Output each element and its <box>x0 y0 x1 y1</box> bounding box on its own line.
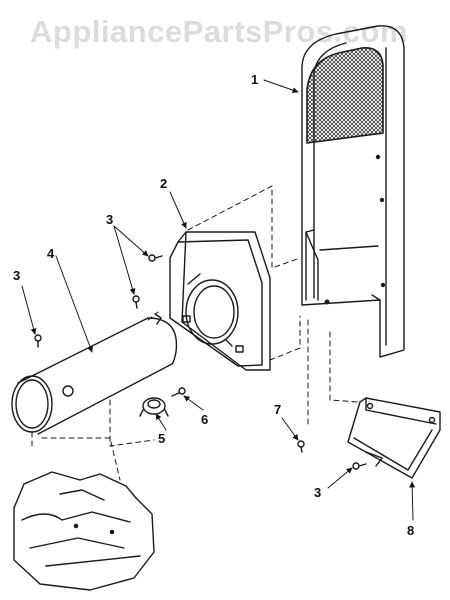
callout-8: 8 <box>407 523 414 538</box>
heater-duct-part <box>11 313 178 435</box>
lower-assembly-part <box>13 471 155 591</box>
callout-4: 4 <box>47 246 55 261</box>
callout-6: 6 <box>201 412 208 427</box>
callout-7: 7 <box>274 402 281 417</box>
screw-bracket <box>352 462 367 470</box>
blower-housing-part <box>169 231 271 371</box>
callout-1: 1 <box>251 72 258 87</box>
callout-2: 2 <box>160 176 167 191</box>
callout-5: 5 <box>158 431 165 446</box>
callout-labels: 1 2 3 3 4 5 6 7 3 8 <box>13 72 414 538</box>
screw-left-1 <box>132 295 140 309</box>
callout-3-left: 3 <box>13 268 20 283</box>
alignment-lines <box>31 185 359 481</box>
screw-left-2 <box>34 334 42 348</box>
bracket-part <box>347 397 441 479</box>
callout-3-housing: 3 <box>106 212 113 227</box>
screw-thermostat <box>171 387 186 397</box>
leader-lines <box>21 79 416 521</box>
screw-housing <box>148 254 163 262</box>
thermostat-part <box>139 397 169 417</box>
callout-3-bracket: 3 <box>314 485 321 500</box>
screw-panel <box>297 440 305 453</box>
rear-panel-part <box>301 25 405 358</box>
